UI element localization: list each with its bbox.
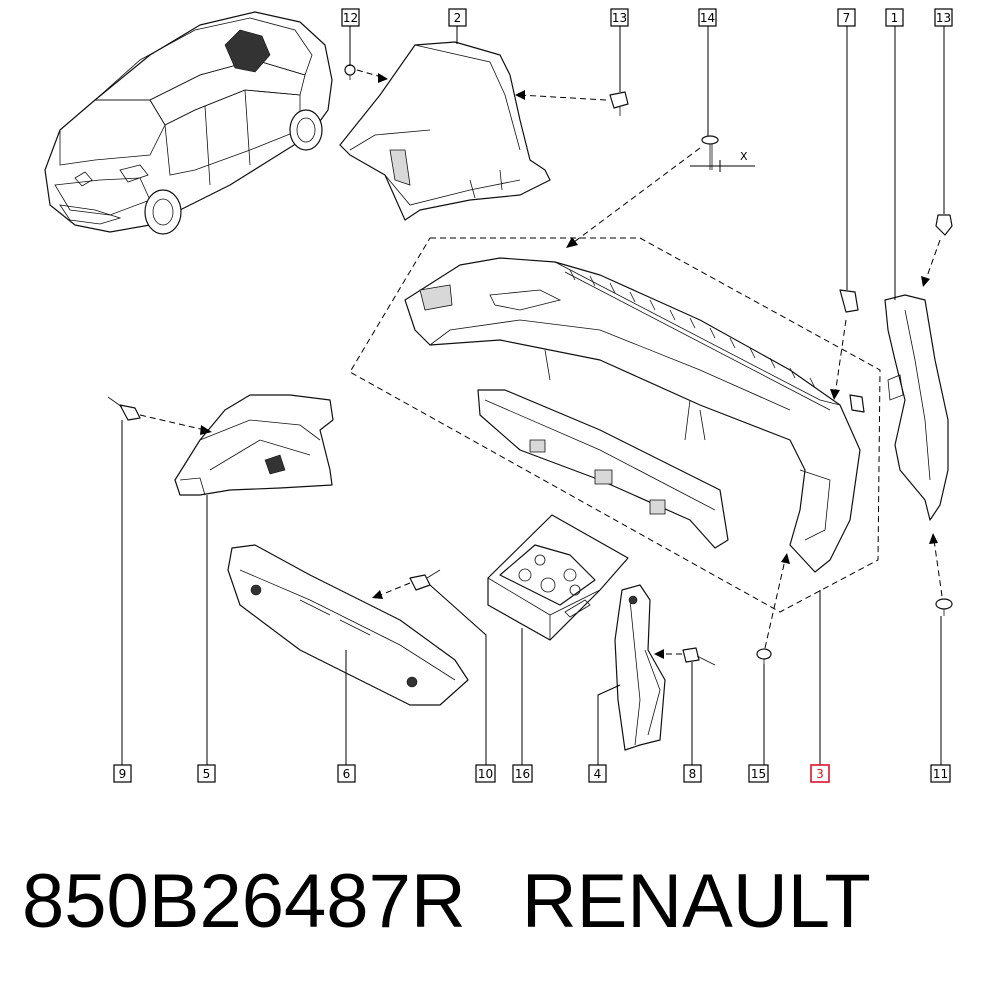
callout-3-highlighted[interactable]: 3 bbox=[810, 764, 830, 783]
callout-15[interactable]: 15 bbox=[748, 764, 769, 783]
callout-9[interactable]: 9 bbox=[113, 764, 132, 783]
callout-10[interactable]: 10 bbox=[475, 764, 496, 783]
callout-6[interactable]: 6 bbox=[337, 764, 356, 783]
part-2-quarter-trim bbox=[339, 41, 551, 221]
part-3-rear-bumper bbox=[404, 257, 861, 573]
callout-12[interactable]: 12 bbox=[341, 8, 360, 27]
callout-6-label: 6 bbox=[343, 767, 351, 781]
callout-11-label: 11 bbox=[933, 767, 948, 781]
callout-13-top[interactable]: 13 bbox=[610, 8, 629, 27]
callout-1[interactable]: 1 bbox=[885, 8, 904, 27]
axis-marker-label: X bbox=[740, 150, 748, 163]
callout-14-label: 14 bbox=[700, 11, 715, 25]
assembly-outline bbox=[349, 237, 881, 613]
brand-name: RENAULT bbox=[521, 859, 871, 944]
part-5-bracket bbox=[174, 394, 334, 496]
assembly-arrows bbox=[139, 69, 943, 659]
callout-8-label: 8 bbox=[689, 767, 697, 781]
callout-10-label: 10 bbox=[478, 767, 493, 781]
callout-4[interactable]: 4 bbox=[588, 764, 607, 783]
callout-4-label: 4 bbox=[594, 767, 602, 781]
callout-14[interactable]: 14 bbox=[698, 8, 717, 27]
callout-1-label: 1 bbox=[891, 11, 899, 25]
callout-5-label: 5 bbox=[203, 767, 211, 781]
callout-16[interactable]: 16 bbox=[512, 764, 533, 783]
part-number: 850B26487R bbox=[22, 859, 466, 944]
part-caption: 850B26487R RENAULT bbox=[22, 858, 871, 948]
callout-12-label: 12 bbox=[343, 11, 358, 25]
car-overview-illustration bbox=[44, 11, 333, 235]
callout-11[interactable]: 11 bbox=[930, 764, 951, 783]
callout-7[interactable]: 7 bbox=[837, 8, 856, 27]
part-4-side-bracket bbox=[614, 584, 666, 751]
callout-7-label: 7 bbox=[843, 11, 851, 25]
callout-2-label: 2 bbox=[454, 11, 462, 25]
callout-2[interactable]: 2 bbox=[448, 8, 467, 27]
callout-13-top-label: 13 bbox=[612, 11, 627, 25]
callout-8[interactable]: 8 bbox=[683, 764, 702, 783]
callout-15-label: 15 bbox=[751, 767, 766, 781]
callout-9-label: 9 bbox=[119, 767, 127, 781]
callout-3-label: 3 bbox=[816, 767, 824, 781]
fasteners bbox=[107, 64, 953, 666]
part-16-fastener-kit-box bbox=[487, 514, 629, 641]
callout-13-right-label: 13 bbox=[936, 11, 951, 25]
callout-5[interactable]: 5 bbox=[197, 764, 216, 783]
part-1-side-panel bbox=[884, 294, 949, 521]
callout-13-right[interactable]: 13 bbox=[934, 8, 953, 27]
callout-16-label: 16 bbox=[515, 767, 530, 781]
bumper-reinforcement bbox=[477, 389, 729, 549]
leader-lines bbox=[121, 26, 945, 765]
part-6-lower-beam bbox=[227, 544, 469, 706]
